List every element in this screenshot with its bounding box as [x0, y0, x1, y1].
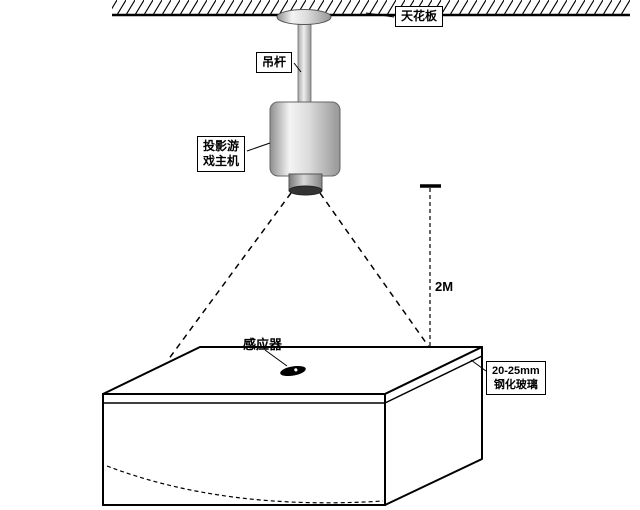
label-glass-line2: 钢化玻璃	[493, 379, 538, 391]
table-front-face	[102, 393, 386, 506]
leader-projector	[246, 142, 271, 152]
label-ceiling-text: 天花板	[401, 9, 438, 23]
ceiling-hatch	[112, 0, 630, 14]
label-ceiling: 天花板	[395, 6, 444, 27]
leader-rod	[293, 62, 302, 73]
sensor-icon	[280, 365, 306, 377]
hidden-bottom-edge	[106, 465, 384, 504]
leader-glass	[470, 359, 487, 372]
label-dimension-text: 2M	[435, 279, 454, 294]
projection-beam-right	[319, 192, 430, 348]
label-dimension: 2M	[435, 279, 453, 294]
label-sensor: 感应器	[243, 334, 282, 353]
label-rod: 吊杆	[256, 52, 293, 73]
mount-flange	[276, 9, 332, 25]
leader-ceiling	[365, 12, 395, 18]
hanging-rod	[297, 15, 312, 105]
leader-sensor	[264, 349, 288, 367]
label-sensor-text: 感应器	[243, 337, 283, 352]
label-glass: 20-25mm 钢化玻璃	[486, 361, 546, 395]
label-glass-line1: 20-25mm	[492, 365, 540, 377]
projection-beam-left	[167, 192, 292, 361]
label-projector-line2: 戏主机	[203, 154, 240, 168]
label-projector-line1: 投影游	[203, 139, 240, 153]
glass-edge-right	[384, 355, 483, 404]
label-projector: 投影游 戏主机	[197, 136, 246, 172]
label-rod-text: 吊杆	[262, 55, 287, 69]
projector-lens-rim	[288, 185, 323, 196]
projector-body	[269, 101, 341, 177]
